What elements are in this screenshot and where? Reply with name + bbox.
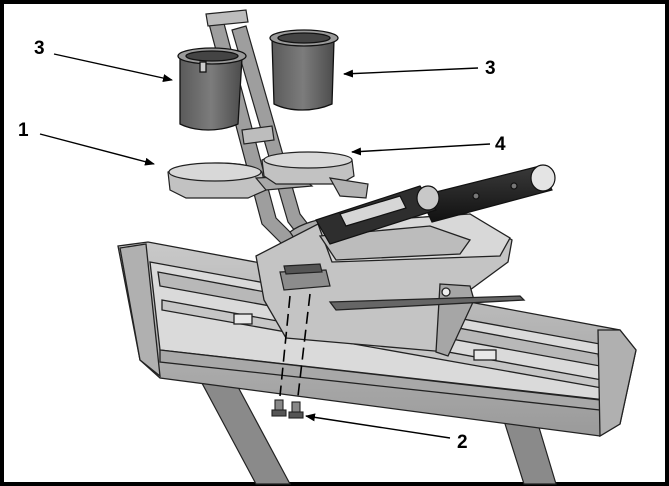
callout-label-left-cup-base: 1 [18,120,29,141]
right-cup-holder [270,30,338,110]
callout-label-right-cup-base: 4 [495,134,506,155]
callout-label-right-cup-holder: 3 [485,58,496,79]
callout-label-mounting-bolts: 2 [457,432,468,453]
callout-label-left-cup-holder: 3 [34,38,45,59]
left-cup-holder [178,48,246,130]
